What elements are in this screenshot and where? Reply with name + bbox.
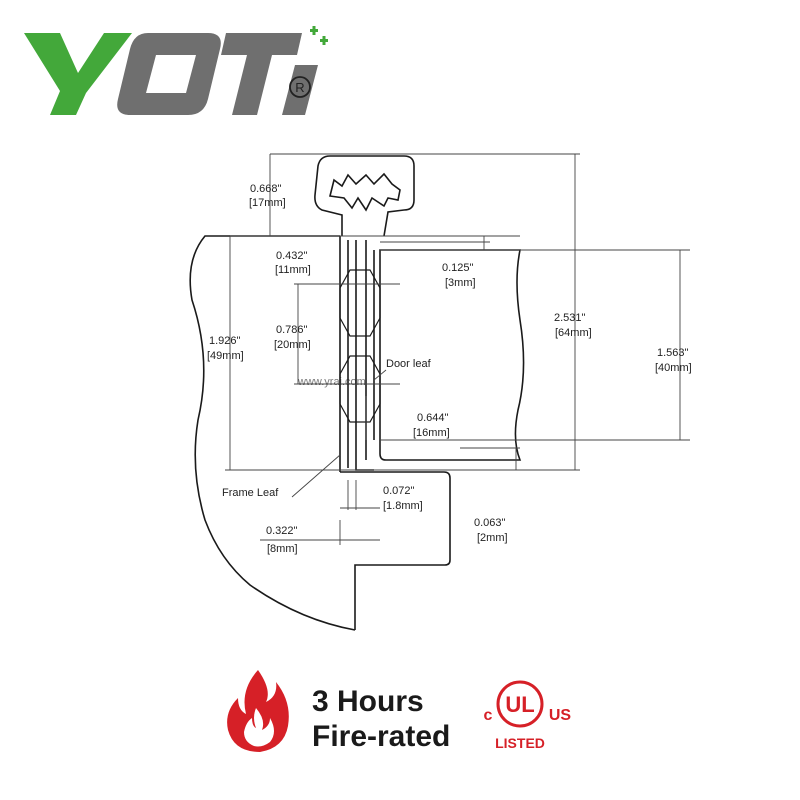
dim-door-gap-mm: [3mm] xyxy=(445,277,476,289)
door-leaf-label: Door leaf xyxy=(386,358,432,370)
fire-rating-hours: 3 Hours xyxy=(312,685,424,718)
dim-leaf-thickness-in: 0.072" xyxy=(383,485,415,497)
dim-knuckle-height-in: 0.668" xyxy=(250,183,282,195)
dim-bottom-gap-mm: [2mm] xyxy=(477,532,508,544)
watermark: www.yrai.com xyxy=(297,376,366,388)
dim-door-leaf-offset-mm: [16mm] xyxy=(413,427,450,439)
ul-us-letters: US xyxy=(549,707,572,724)
ul-c-letter: c xyxy=(484,707,493,724)
flame-icon xyxy=(227,670,289,752)
ul-circle xyxy=(496,680,544,728)
dim-frame-leaf-height-in: 1.926" xyxy=(209,335,241,347)
fire-rating-label: Fire-rated xyxy=(312,720,451,753)
dim-overall-height-in: 2.531" xyxy=(554,312,586,324)
fire-rating-text: 3 Hours Fire-rated xyxy=(312,684,450,754)
dim-top-offset-mm: [11mm] xyxy=(275,264,311,276)
dim-door-leaf-height-in: 1.563" xyxy=(657,347,689,359)
dim-frame-width-in: 0.322" xyxy=(266,525,298,537)
dimension-labels: 0.668" [17mm] 0.432" [11mm] 0.125" [3mm]… xyxy=(207,183,692,555)
ul-letters: UL xyxy=(505,692,534,717)
dimension-lines xyxy=(225,153,690,545)
dim-top-offset-in: 0.432" xyxy=(276,250,308,262)
frame-leaf-label: Frame Leaf xyxy=(222,487,279,499)
dim-door-gap-in: 0.125" xyxy=(442,262,474,274)
ul-listed-mark: UL c US LISTED xyxy=(484,680,572,751)
dim-bottom-gap-in: 0.063" xyxy=(474,517,506,529)
hinge-outline xyxy=(189,155,525,631)
dim-frame-leaf-height-mm: [49mm] xyxy=(207,350,244,362)
registered-mark-letter: R xyxy=(295,80,304,95)
dim-knuckle-height-mm: [17mm] xyxy=(249,197,286,209)
dim-bearing-pitch-in: 0.786" xyxy=(276,324,308,336)
dim-frame-width-mm: [8mm] xyxy=(267,543,298,555)
ul-listed-text: LISTED xyxy=(495,735,545,751)
yoti-logo: R xyxy=(24,26,328,115)
dim-leaf-thickness-mm: [1.8mm] xyxy=(383,500,423,512)
dim-overall-height-mm: [64mm] xyxy=(555,327,592,339)
dim-bearing-pitch-mm: [20mm] xyxy=(274,339,311,351)
dim-door-leaf-height-mm: [40mm] xyxy=(655,362,692,374)
dim-door-leaf-offset-in: 0.644" xyxy=(417,412,449,424)
registered-mark: R xyxy=(289,76,311,98)
yoti-logo-mark xyxy=(24,26,328,115)
